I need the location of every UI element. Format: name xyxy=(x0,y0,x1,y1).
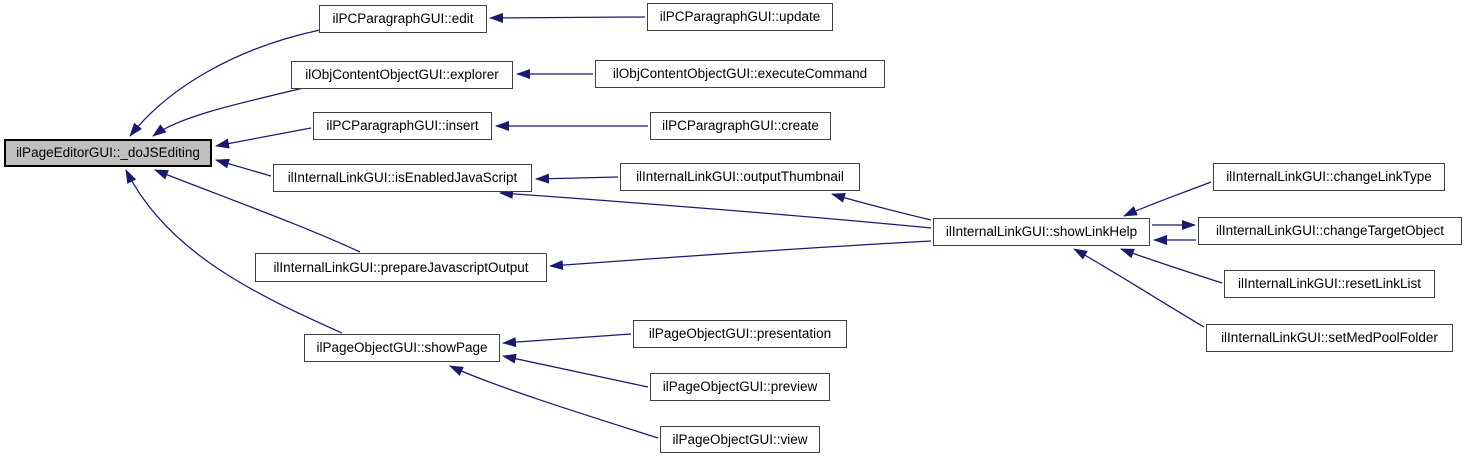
edge-view-to-showpage xyxy=(449,365,659,439)
edge-resetlinklist-to-showlinkhelp xyxy=(1120,248,1223,284)
edge-insert-to-dojsediting xyxy=(215,127,312,149)
node-pageobjectgui-presentation[interactable]: ilPageObjectGUI::presentation xyxy=(633,320,847,348)
node-pcparagraphgui-create[interactable]: ilPCParagraphGUI::create xyxy=(650,112,831,140)
edge-setmedpoolfolder-to-showlinkhelp xyxy=(1073,248,1205,328)
node-internallinkgui-isenabledjavascript[interactable]: ilInternalLinkGUI::isEnabledJavaScript xyxy=(273,164,532,192)
edge-explorer-to-dojsediting xyxy=(152,85,313,137)
node-objcontentobjectgui-executecommand[interactable]: ilObjContentObjectGUI::executeCommand xyxy=(595,60,885,88)
node-pcparagraphgui-edit[interactable]: ilPCParagraphGUI::edit xyxy=(319,5,487,33)
node-pcparagraphgui-update[interactable]: ilPCParagraphGUI::update xyxy=(647,3,833,31)
node-internallinkgui-preparejavascriptoutput[interactable]: ilInternalLinkGUI::prepareJavascriptOutp… xyxy=(255,253,547,282)
node-internallinkgui-changetargetobject[interactable]: ilInternalLinkGUI::changeTargetObject xyxy=(1198,217,1462,245)
edge-preview-to-showpage xyxy=(502,353,649,388)
edge-showlinkhelp-to-outputthumbnail xyxy=(831,193,932,221)
edge-isenabledjavascript-to-dojsediting xyxy=(215,158,272,177)
edge-showlinkhelp-to-isenabledjavascript xyxy=(499,188,932,229)
edge-outputthumbnail-to-isenabledjavascript xyxy=(535,173,619,184)
node-pageobjectgui-view[interactable]: ilPageObjectGUI::view xyxy=(660,426,820,453)
node-internallinkgui-outputthumbnail[interactable]: ilInternalLinkGUI::outputThumbnail xyxy=(620,163,860,191)
edge-changelinktype-to-showlinkhelp xyxy=(1123,181,1212,217)
node-objcontentobjectgui-explorer[interactable]: ilObjContentObjectGUI::explorer xyxy=(291,61,513,89)
node-internallinkgui-resetlinklist[interactable]: ilInternalLinkGUI::resetLinkList xyxy=(1224,270,1435,298)
edge-showlinkhelp-to-preparejavascriptoutput xyxy=(549,240,932,271)
edge-presentation-to-showpage xyxy=(502,333,632,348)
node-pageeditorgui-dojsediting[interactable]: ilPageEditorGUI::_doJSEditing xyxy=(4,139,212,167)
node-internallinkgui-setmedpoolfolder[interactable]: ilInternalLinkGUI::setMedPoolFolder xyxy=(1206,324,1453,352)
node-pageobjectgui-preview[interactable]: ilPageObjectGUI::preview xyxy=(650,373,830,401)
edge-showpage-to-dojsediting xyxy=(125,169,343,334)
edge-update-to-edit xyxy=(489,12,646,23)
node-pcparagraphgui-insert[interactable]: ilPCParagraphGUI::insert xyxy=(313,112,492,140)
node-pageobjectgui-showpage[interactable]: ilPageObjectGUI::showPage xyxy=(304,334,500,362)
node-internallinkgui-changelinktype[interactable]: ilInternalLinkGUI::changeLinkType xyxy=(1213,163,1445,191)
node-internallinkgui-showlinkhelp[interactable]: ilInternalLinkGUI::showLinkHelp xyxy=(933,218,1150,246)
